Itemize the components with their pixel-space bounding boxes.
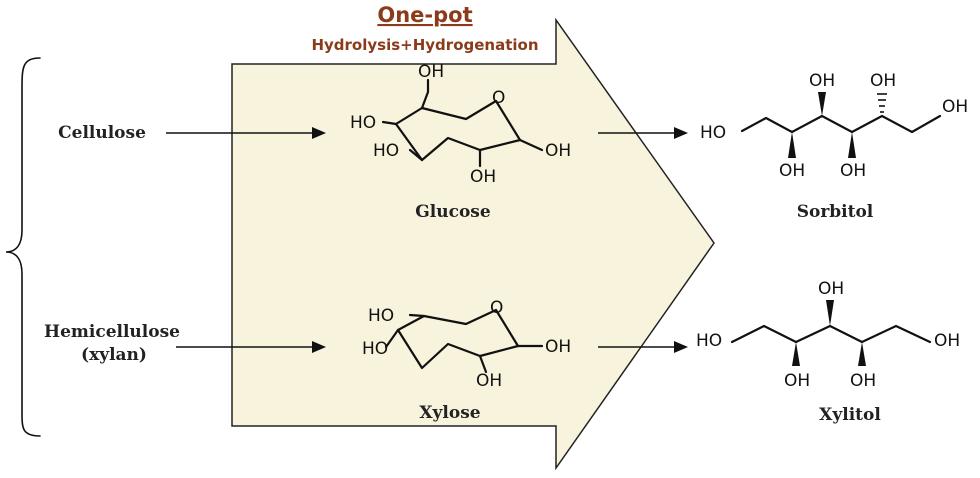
glucose-oh-right: OH — [545, 141, 571, 161]
glucose-oh-top: OH — [418, 62, 444, 82]
sorbitol-structure: HO OH OH OH OH OH — [700, 71, 968, 181]
glucose-label: Glucose — [415, 202, 491, 222]
glucose-ho-left: HO — [350, 113, 376, 133]
glucose-structure: OH O HO HO OH OH — [350, 62, 571, 187]
sorbitol-ho-left: HO — [700, 123, 726, 143]
xylose-oh-bottom: OH — [476, 371, 502, 391]
cellulose-label: Cellulose — [58, 123, 146, 143]
glucose-oh-bottom: OH — [470, 167, 496, 187]
process-arrow — [231, 17, 715, 471]
xylose-ho-left: HO — [362, 339, 388, 359]
sorbitol-oh-right: OH — [942, 97, 968, 117]
process-subtitle: Hydrolysis+Hydrogenation — [311, 36, 538, 54]
sorbitol-oh-c2: OH — [779, 161, 805, 181]
xylose-structure: O HO HO OH OH — [362, 298, 571, 391]
xylitol-oh-c2: OH — [784, 371, 810, 391]
sorbitol-oh-c3: OH — [809, 71, 835, 91]
arrow-cellulose-to-glucose — [166, 127, 326, 139]
arrow-hemicellulose-to-xylose — [176, 341, 326, 353]
sorbitol-oh-c5: OH — [870, 71, 896, 91]
xylose-ring-o: O — [490, 298, 503, 318]
hemicellulose-label: Hemicellulose — [44, 322, 180, 342]
xylitol-structure: HO OH OH OH OH — [696, 279, 960, 391]
xylose-oh-right: OH — [545, 337, 571, 357]
glucose-ho-lower: HO — [373, 141, 399, 161]
xylose-label: Xylose — [419, 403, 480, 423]
glucose-ring-o: O — [492, 88, 505, 108]
process-title: One-pot — [377, 3, 472, 27]
arrow-glucose-to-sorbitol — [598, 127, 688, 139]
xylitol-oh-c3: OH — [818, 279, 844, 299]
xylitol-oh-right: OH — [934, 331, 960, 351]
sorbitol-oh-c4: OH — [840, 161, 866, 181]
feedstock-brace — [5, 57, 41, 437]
xylitol-label: Xylitol — [819, 405, 881, 425]
xylose-ho-top: HO — [368, 306, 394, 326]
xylan-label: (xylan) — [81, 345, 147, 365]
arrow-xylose-to-xylitol — [598, 341, 688, 353]
xylitol-ho-left: HO — [696, 331, 722, 351]
sorbitol-label: Sorbitol — [797, 202, 874, 222]
xylitol-oh-c4: OH — [850, 371, 876, 391]
